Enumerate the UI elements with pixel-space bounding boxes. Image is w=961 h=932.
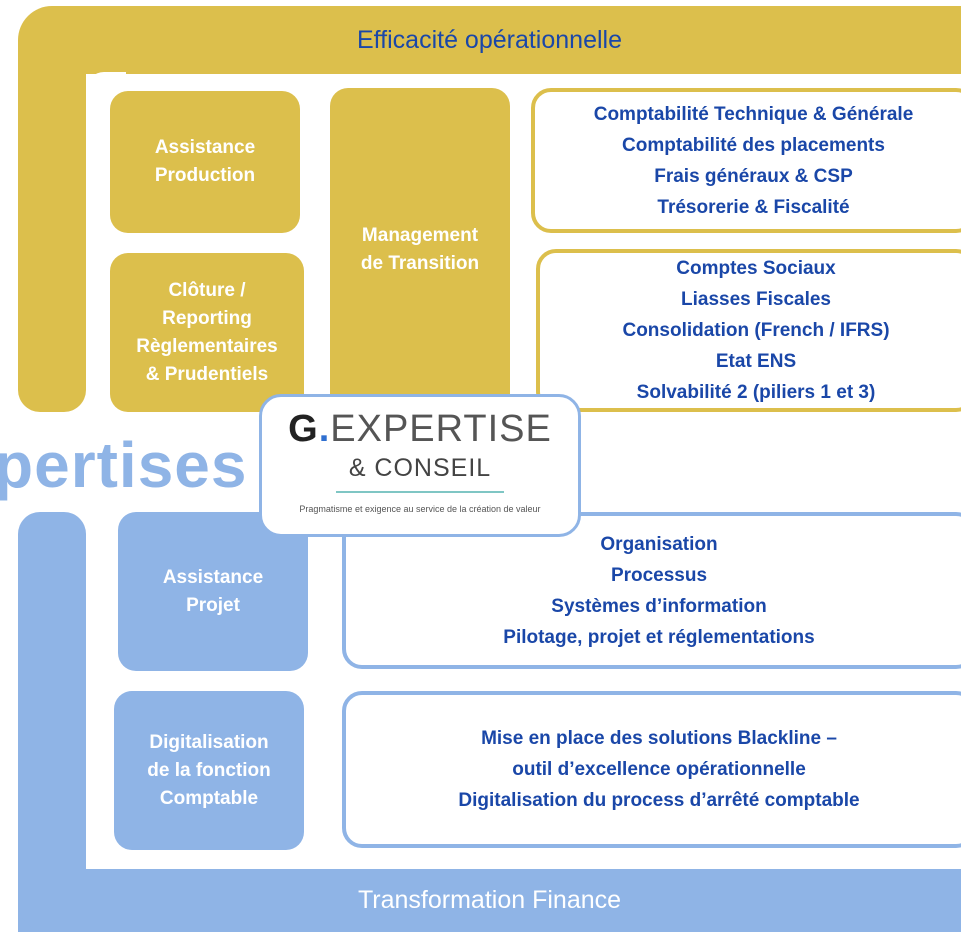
- detail-item: Solvabilité 2 (piliers 1 et 3): [636, 382, 876, 403]
- tile-management-transition-label: Management de Transition: [360, 225, 480, 274]
- bottom-banner-label: Transformation Finance: [357, 886, 622, 914]
- tile-assistance-projet-label: Assistance Projet: [162, 566, 264, 616]
- logo-underline: [336, 491, 504, 493]
- logo-dot: .: [318, 408, 331, 450]
- top-banner-label: Efficacité opérationnelle: [357, 25, 622, 54]
- detail-item: Etat ENS: [715, 351, 797, 372]
- logo-card: G.EXPERTISE & CONSEIL Pragmatisme et exi…: [259, 394, 581, 537]
- detail-box-blackline: Mise en place des solutions Blackline – …: [342, 691, 961, 848]
- top-frame-left-arm: [18, 40, 86, 412]
- detail-item: Trésorerie & Fiscalité: [657, 196, 850, 218]
- tile-cloture-reporting-label: Clôture / Reporting Règlementaires & Pru…: [136, 279, 278, 385]
- tile-assistance-production-label: Assistance Production: [154, 137, 256, 186]
- logo-wordmark: G.EXPERTISE: [262, 407, 578, 451]
- logo-tagline: Pragmatisme et exigence au service de la…: [299, 504, 541, 514]
- tile-digitalisation: Digitalisation de la fonction Comptable: [114, 691, 304, 850]
- detail-item: Liasses Fiscales: [681, 289, 831, 310]
- detail-item: Digitalisation du process d’arrêté compt…: [458, 790, 860, 811]
- detail-item: Mise en place des solutions Blackline –: [481, 728, 837, 749]
- detail-item: Systèmes d’information: [551, 595, 767, 617]
- logo-expertise: EXPERTISE: [330, 408, 552, 450]
- tile-cloture-reporting: Clôture / Reporting Règlementaires & Pru…: [110, 253, 304, 412]
- detail-item: Processus: [610, 564, 708, 586]
- tile-management-transition: Management de Transition: [330, 88, 510, 412]
- tile-assistance-projet: Assistance Projet: [118, 512, 308, 671]
- detail-box-reporting: Comptes Sociaux Liasses Fiscales Consoli…: [536, 249, 961, 412]
- tile-digitalisation-label: Digitalisation de la fonction Comptable: [147, 731, 271, 809]
- detail-item: Pilotage, projet et réglementations: [503, 626, 815, 648]
- top-banner: Efficacité opérationnelle: [18, 6, 961, 74]
- detail-box-comptabilite: Comptabilité Technique & Générale Compta…: [531, 88, 961, 233]
- detail-item: Comptabilité des placements: [622, 134, 885, 156]
- detail-item: Frais généraux & CSP: [654, 165, 853, 187]
- detail-item: Comptabilité Technique & Générale: [593, 103, 914, 125]
- logo-g: G: [288, 408, 319, 450]
- expertises-heading: pertises: [0, 429, 248, 501]
- logo-conseil: & CONSEIL: [348, 454, 492, 482]
- bottom-banner: Transformation Finance: [18, 869, 961, 932]
- detail-box-organisation: Organisation Processus Systèmes d’inform…: [342, 512, 961, 669]
- detail-item: Organisation: [600, 533, 718, 555]
- detail-item: outil d’excellence opérationnelle: [512, 759, 806, 780]
- detail-item: Comptes Sociaux: [676, 258, 836, 279]
- bottom-frame-left-arm: [18, 512, 86, 932]
- detail-item: Consolidation (French / IFRS): [622, 320, 890, 341]
- tile-assistance-production: Assistance Production: [110, 91, 300, 233]
